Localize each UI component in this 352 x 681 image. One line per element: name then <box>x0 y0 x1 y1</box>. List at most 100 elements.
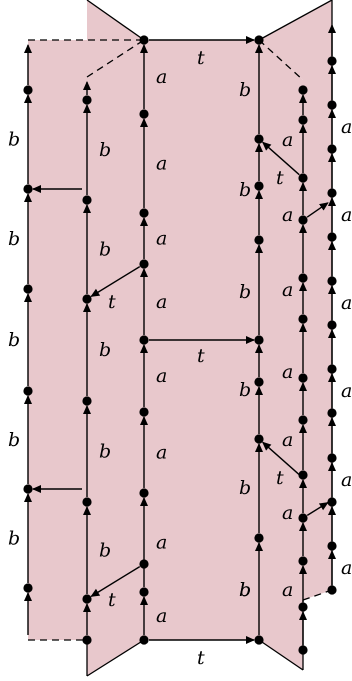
vertex <box>139 35 149 45</box>
edge-label-a: a <box>156 228 167 250</box>
edge-label-b: b <box>239 79 251 101</box>
edge-label-b: b <box>8 429 20 451</box>
vertex <box>139 208 149 218</box>
edge-label-t: t <box>108 589 116 611</box>
vertex <box>23 583 33 593</box>
region-right-outer <box>259 0 332 600</box>
vertex <box>298 470 308 480</box>
vertex <box>254 35 264 45</box>
vertex <box>298 314 308 324</box>
vertex <box>139 407 149 417</box>
vertex <box>139 335 149 345</box>
edge-label-b: b <box>239 579 251 601</box>
edge-label-b: b <box>99 139 111 161</box>
vertex <box>254 181 264 191</box>
vertex <box>298 115 308 125</box>
vertex <box>23 85 33 95</box>
edge-label-a: a <box>341 469 352 491</box>
vertex <box>298 173 308 183</box>
edge-label-a: a <box>282 279 293 301</box>
vertex <box>327 541 337 551</box>
vertex <box>23 284 33 294</box>
edge-label-a: a <box>156 291 167 313</box>
edge-label-b: b <box>239 379 251 401</box>
vertex <box>254 434 264 444</box>
vertex <box>254 335 264 345</box>
vertex <box>139 587 149 597</box>
edge-t-diagonal <box>261 441 300 476</box>
edge-label-a: a <box>156 365 167 387</box>
edge-label-b: b <box>99 239 111 261</box>
edge-label-b: b <box>239 281 251 303</box>
edge-label-b: b <box>239 179 251 201</box>
vertex <box>82 396 92 406</box>
vertex <box>298 513 308 523</box>
vertex <box>298 415 308 425</box>
vertex <box>139 109 149 119</box>
vertex <box>82 497 92 507</box>
edge-label-a: a <box>282 429 293 451</box>
vertex <box>327 276 337 286</box>
edge-label-a: a <box>156 66 167 88</box>
edge-label-b: b <box>8 329 20 351</box>
vertex <box>254 134 264 144</box>
edge-label-a: a <box>341 292 352 314</box>
edge-label-t: t <box>108 291 116 313</box>
edge-label-t: t <box>197 345 205 367</box>
edge-label-b: b <box>239 477 251 499</box>
edge-label-a: a <box>156 605 167 627</box>
edge-t-diagonal <box>261 141 300 176</box>
vertex <box>327 144 337 154</box>
edge-t-diagonal <box>90 566 141 597</box>
edge-label-a: a <box>341 380 352 402</box>
vertex <box>254 235 264 245</box>
vertex <box>298 273 308 283</box>
edge-label-b: b <box>99 441 111 463</box>
edge-label-b: b <box>8 228 20 250</box>
edge-label-a: a <box>156 532 167 554</box>
vertex <box>139 259 149 269</box>
vertex <box>298 215 308 225</box>
vertex <box>327 232 337 242</box>
region-left-inner <box>87 0 144 676</box>
edge-label-a: a <box>156 153 167 175</box>
edge-label-t: t <box>197 647 205 669</box>
edge-label-a: a <box>341 116 352 138</box>
edge-connector <box>306 202 329 218</box>
vertex <box>327 497 337 507</box>
vertex <box>327 100 337 110</box>
vertex <box>139 488 149 498</box>
vertex <box>298 373 308 383</box>
vertex <box>82 635 92 645</box>
edge-t-diagonal <box>90 266 141 297</box>
region-right-inner <box>259 40 303 670</box>
vertex <box>327 56 337 66</box>
vertex <box>82 95 92 105</box>
vertex <box>327 453 337 463</box>
vertex <box>298 556 308 566</box>
edge-label-a: a <box>282 361 293 383</box>
edge-labels: aaaaaaaabbbbbbbbbbbbbbbaaaaaaaaaaaaatttt… <box>8 47 352 669</box>
edge-label-b: b <box>239 579 251 601</box>
edge-label-a: a <box>282 579 293 601</box>
edge-label-b: b <box>99 339 111 361</box>
vertex <box>254 377 264 387</box>
vertex <box>82 594 92 604</box>
vertex <box>82 195 92 205</box>
edge-label-t: t <box>276 167 284 189</box>
arrow-edges <box>24 24 336 645</box>
edge-label-b: b <box>8 528 20 550</box>
edge-label-b: b <box>99 540 111 562</box>
edge-connector <box>306 502 329 516</box>
vertex <box>139 635 149 645</box>
vertex <box>298 85 308 95</box>
vertex <box>298 602 308 612</box>
edge-label-a: a <box>341 204 352 226</box>
vertex <box>82 294 92 304</box>
vertex <box>254 533 264 543</box>
vertex <box>23 184 33 194</box>
edge-label-a: a <box>282 129 293 151</box>
vertex <box>23 386 33 396</box>
edge-label-t: t <box>197 47 205 69</box>
